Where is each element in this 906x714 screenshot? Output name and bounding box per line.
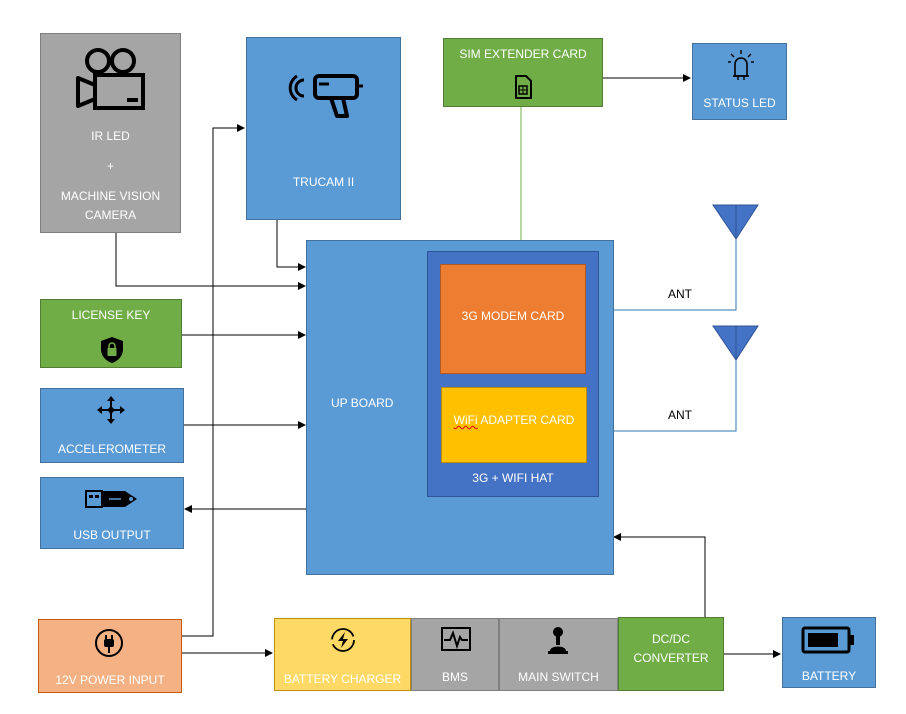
adapter-card-word: ADAPTER CARD bbox=[477, 413, 575, 427]
license-key-label: LICENSE KEY bbox=[71, 308, 151, 322]
power-input-label: 12V POWER INPUT bbox=[55, 673, 165, 687]
usb-output-block: USB OUTPUT bbox=[40, 477, 184, 549]
battery-charger-label: BATTERY CHARGER bbox=[283, 672, 402, 686]
machine-vision-label: MACHINE VISION bbox=[60, 189, 161, 203]
wire-power-to-trucam bbox=[182, 124, 245, 637]
status-led-block: STATUS LED bbox=[692, 43, 787, 120]
battery-icon bbox=[801, 626, 854, 654]
usb-plug-icon bbox=[85, 490, 137, 508]
wifi-word: WiFi bbox=[453, 413, 478, 427]
battery-block: BATTERY bbox=[782, 617, 876, 688]
speed-gun-icon bbox=[288, 74, 363, 118]
wire-wifi-to-ant2 bbox=[587, 358, 737, 432]
wire-camera-to-upboard bbox=[115, 233, 306, 290]
ir-led-label: IR LED bbox=[91, 129, 130, 143]
accelerometer-label: ACCELEROMETER bbox=[57, 442, 167, 456]
usb-output-label: USB OUTPUT bbox=[73, 528, 151, 542]
trucam-label: TRUCAM II bbox=[292, 175, 355, 189]
joystick-switch-icon bbox=[548, 627, 568, 654]
antenna-1-icon bbox=[712, 204, 759, 240]
plus-label: + bbox=[106, 159, 114, 173]
converter-label: CONVERTER bbox=[633, 651, 709, 665]
antenna-2-label: ANT bbox=[668, 408, 692, 422]
battery-label: BATTERY bbox=[801, 669, 857, 683]
ir-led-camera-block: IR LED + MACHINE VISION CAMERA bbox=[40, 33, 181, 233]
move-arrows-icon bbox=[97, 396, 125, 424]
lock-shield-icon bbox=[101, 337, 123, 363]
antenna-2-icon bbox=[712, 325, 759, 361]
led-bulb-icon bbox=[728, 50, 754, 80]
movie-camera-icon bbox=[76, 48, 145, 110]
wifi-adapter-block: WiFi ADAPTER CARD bbox=[441, 387, 587, 463]
heartbeat-monitor-icon bbox=[441, 627, 471, 651]
power-input-block: 12V POWER INPUT bbox=[38, 619, 182, 693]
modem-card-block: 3G MODEM CARD bbox=[440, 264, 586, 374]
wifi-adapter-label: WiFi ADAPTER CARD bbox=[442, 413, 586, 427]
wire-modem-to-ant1 bbox=[586, 236, 737, 311]
camera-label: CAMERA bbox=[84, 208, 137, 222]
power-plug-icon bbox=[95, 629, 123, 657]
sim-extender-block: SIM EXTENDER CARD bbox=[443, 38, 603, 107]
sim-extender-label: SIM EXTENDER CARD bbox=[459, 47, 587, 61]
main-switch-label: MAIN SWITCH bbox=[518, 670, 599, 684]
status-led-label: STATUS LED bbox=[703, 96, 776, 110]
dcdc-label: DC/DC bbox=[652, 632, 690, 646]
trucam-block: TRUCAM II bbox=[246, 37, 401, 220]
accelerometer-block: ACCELEROMETER bbox=[40, 388, 184, 463]
antenna-1-label: ANT bbox=[668, 287, 692, 301]
charging-bolt-icon bbox=[331, 628, 355, 652]
wire-dcdc-to-upboard bbox=[613, 533, 706, 617]
main-switch-block: MAIN SWITCH bbox=[499, 618, 618, 691]
sim-card-icon bbox=[515, 75, 532, 99]
bms-label: BMS bbox=[441, 670, 468, 684]
modem-label: 3G MODEM CARD bbox=[461, 309, 565, 323]
bms-block: BMS bbox=[411, 618, 499, 691]
battery-charger-block: BATTERY CHARGER bbox=[274, 618, 411, 691]
wire-trucam-to-upboard bbox=[276, 220, 306, 271]
up-board-label: UP BOARD bbox=[331, 396, 394, 410]
dcdc-converter-block: DC/DC CONVERTER bbox=[618, 617, 724, 691]
hat-label: 3G + WIFI HAT bbox=[472, 471, 554, 485]
license-key-block: LICENSE KEY bbox=[40, 299, 182, 368]
